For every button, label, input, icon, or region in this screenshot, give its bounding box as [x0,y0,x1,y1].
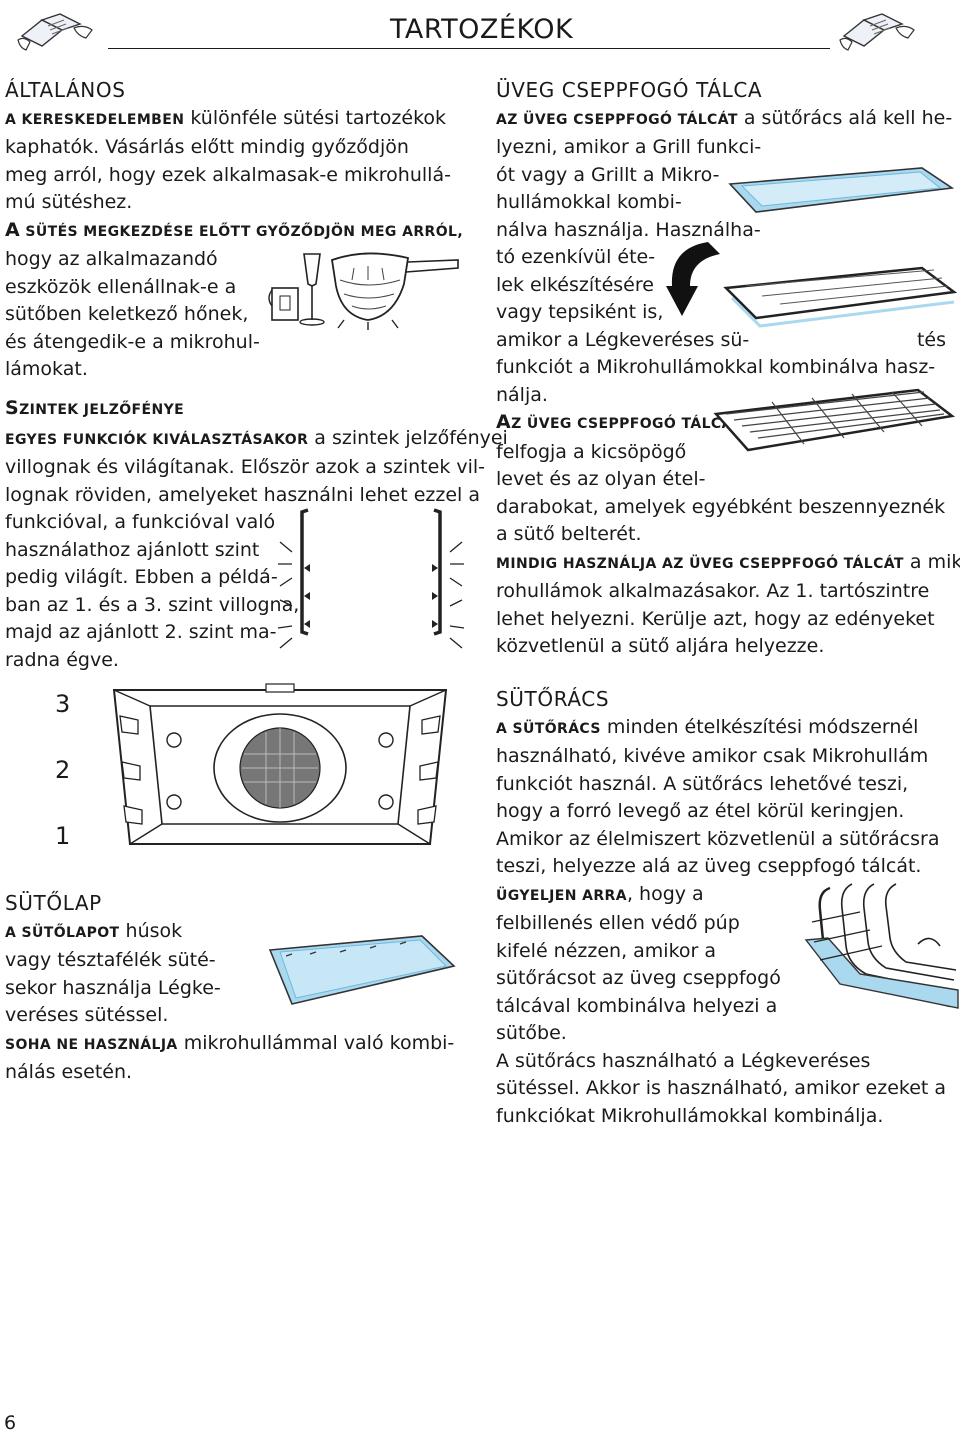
section-heading: ÜVEG CSEPPFOGÓ TÁLCA [496,78,763,102]
lead-in: Az üveg cseppfogó tálcát [496,111,738,128]
section-heading: SÜTŐLAP [5,891,102,915]
section-baking-tray: SÜTŐLAP A sütőlapot húsok vagy tésztafél… [5,890,475,1087]
lead-in: Mindig használja az üveg cseppfogó tálcá… [496,555,904,572]
lead-in: Ügyeljen arra [496,887,627,904]
rack-on-tray-icon [804,883,959,1009]
section-heading: SÜTŐRÁCS [496,687,610,711]
section-drip-tray: ÜVEG CSEPPFOGÓ TÁLCA Az üveg cseppfogó t… [496,78,960,657]
section-heading: ÁLTALÁNOS [5,78,126,102]
oven-levels: 3 2 1 [50,690,90,850]
oven-cavity-icon [112,683,448,845]
lead-in: A sütőlapot [5,924,120,941]
section-general: ÁLTALÁNOS A kereskedelemben különféle sü… [5,78,464,380]
level-number: 3 [55,690,71,718]
section-levels: Szintek jelzőfénye Egyes funkciók kivála… [5,397,508,671]
lead-in: A sütőrács [496,720,601,737]
level-number: 2 [55,756,71,784]
drip-tray-icon [728,167,955,213]
lead-in: Soha ne használja [5,1036,178,1053]
header-rule [108,48,830,49]
section-heading: Szintek jelzőfénye [5,397,185,419]
cookware-icon [268,252,459,330]
rack-icon [713,388,956,452]
level-number: 1 [55,822,71,850]
page-title: TARTOZÉKOK [390,14,574,45]
lead-in: A kereskedelemben [5,111,185,128]
section-rack: SÜTŐRÁCS A sütőrács minden ételkészítési… [496,686,956,1130]
lead-in: Egyes funkciók kiválasztásakor [5,431,309,448]
lead-in: A sütés megkezdése előtt győződjön meg a… [5,218,464,241]
curved-arrow-icon [666,242,720,316]
book-hands-icon [839,13,915,51]
lead-in: Az üveg cseppfogó tálca [496,411,733,433]
header: TARTOZÉKOK [0,0,960,60]
level-light-icon [277,508,465,649]
page-number: 6 [4,1412,17,1434]
baking-tray-icon [268,935,456,1005]
rack-icon [723,266,958,328]
book-hands-icon [17,13,93,51]
